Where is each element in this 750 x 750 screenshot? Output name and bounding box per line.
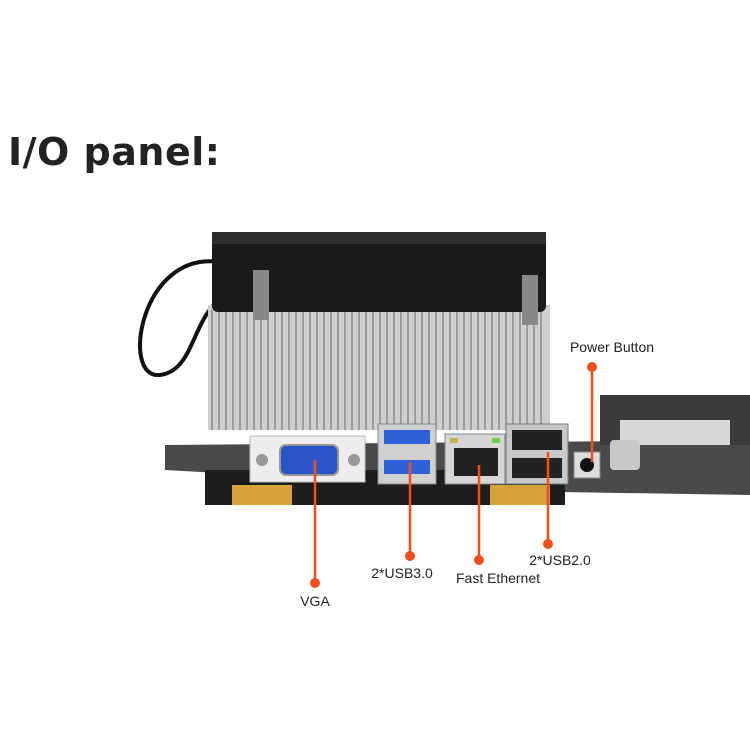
power-button-label: Power Button (569, 339, 655, 355)
page-title: I/O panel: (8, 130, 221, 174)
vga-callout-dot (310, 578, 320, 588)
usb2-label: 2*USB2.0 (529, 552, 591, 568)
power-callout-dot (587, 362, 597, 372)
vga-label: VGA (300, 593, 330, 609)
usb3-callout-dot (405, 551, 415, 561)
cpu-fan (212, 232, 546, 312)
heatsink (208, 305, 550, 430)
usb2-callout-dot (543, 539, 553, 549)
ethernet-label: Fast Ethernet (455, 570, 541, 586)
callout-lines (310, 362, 597, 588)
usb3-label: 2*USB3.0 (371, 565, 433, 581)
ethernet-callout-dot (474, 555, 484, 565)
